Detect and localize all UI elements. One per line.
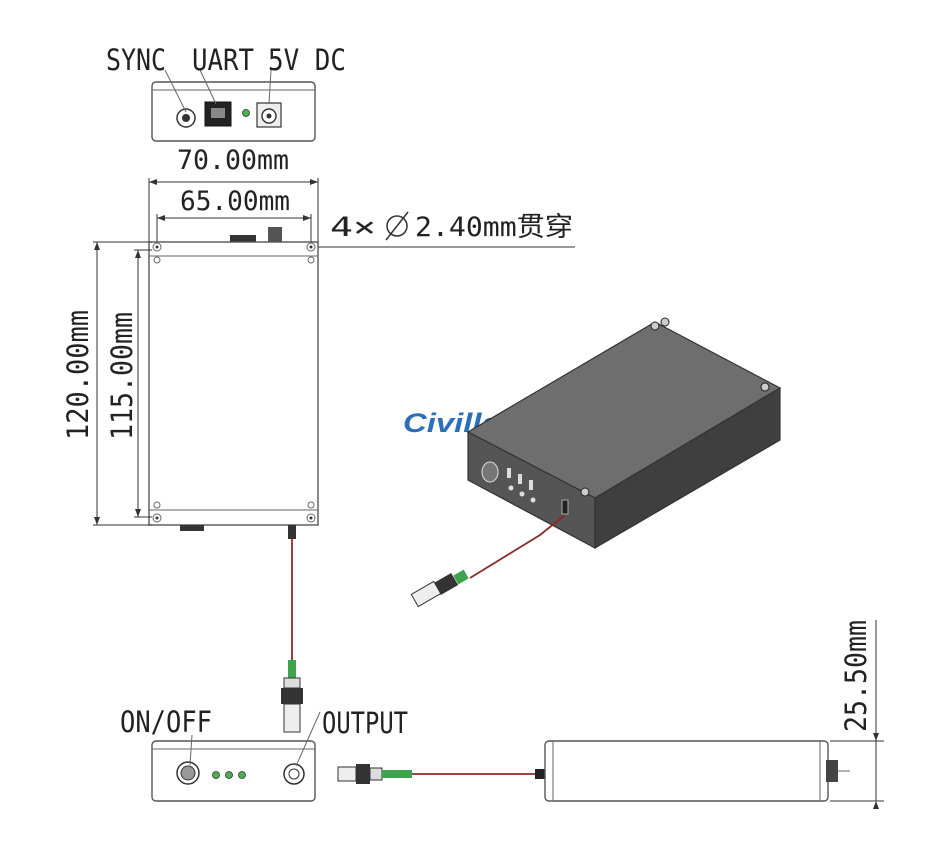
power-switch-icon (176, 761, 200, 785)
width-dimensions (148, 178, 319, 243)
uart-port-icon (204, 101, 232, 127)
back-panel-view (151, 69, 316, 142)
holes-spec-label: 2.40mm贯穿 (415, 212, 573, 243)
fiber-pigtail (281, 539, 303, 733)
width-outer-label: 70.00mm (177, 145, 289, 176)
dc-jack-icon (256, 102, 282, 128)
height-inner-label: 115.00mm (105, 312, 139, 440)
plan-view (148, 227, 319, 539)
sync-port-icon (176, 108, 196, 128)
thickness-label: 25.50mm (839, 620, 873, 732)
diameter-symbol-icon (385, 211, 409, 241)
status-led-3-icon (238, 771, 246, 779)
status-led-1-icon (212, 771, 220, 779)
sync-label: SYNC (106, 43, 166, 77)
output-port-icon (283, 763, 305, 785)
holes-count-label: 4× (330, 212, 376, 243)
height-dimensions (93, 241, 152, 526)
dc5v-label: 5V DC (268, 43, 346, 77)
isometric-module-view (410, 317, 782, 608)
side-view (337, 620, 884, 809)
uart-label: UART (192, 43, 254, 77)
status-led-2-icon (225, 771, 233, 779)
width-inner-label: 65.00mm (180, 186, 290, 217)
on-off-label: ON/OFF (120, 705, 212, 739)
front-panel-view (151, 711, 321, 802)
height-outer-label: 120.00mm (61, 310, 95, 440)
output-label: OUTPUT (322, 706, 408, 740)
power-led-icon (242, 109, 250, 117)
